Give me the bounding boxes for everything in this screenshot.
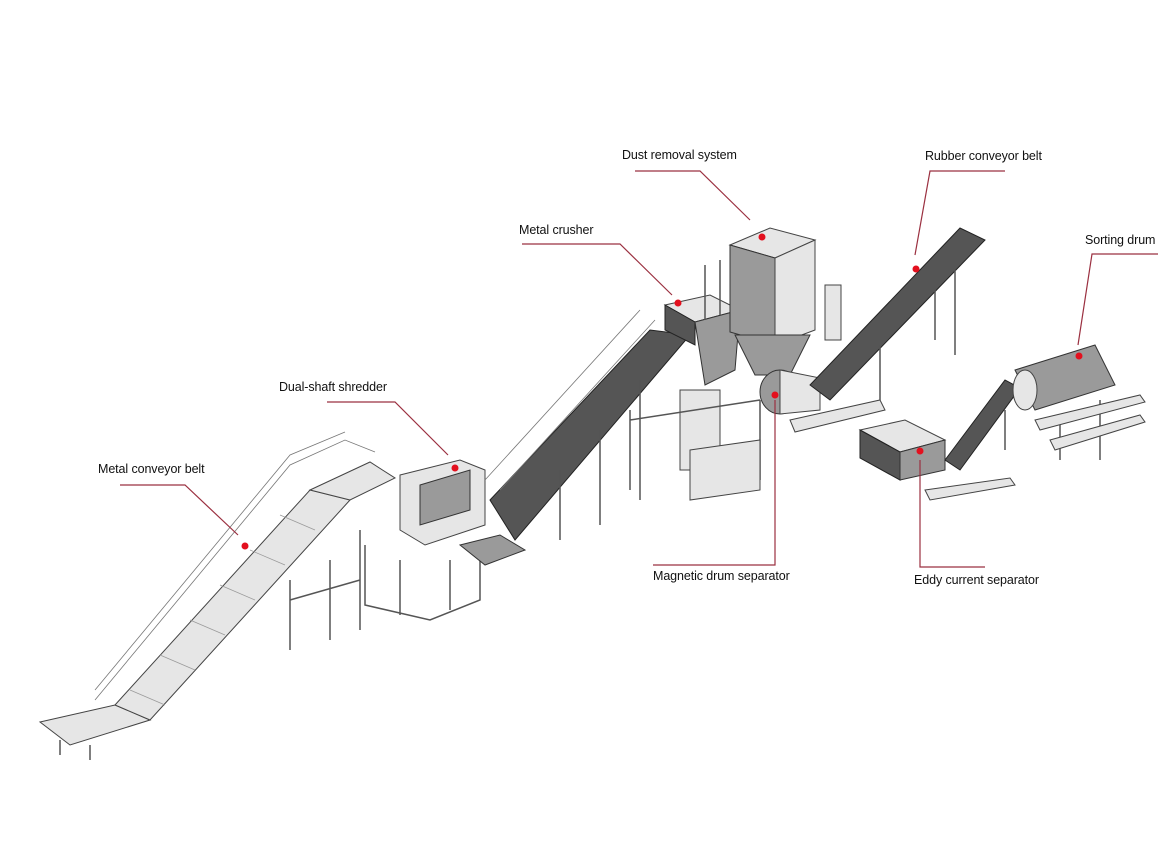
dual-shaft-shredder [364,459,527,621]
marker-dot [771,391,779,399]
leader-rubber-conveyor [914,170,1005,256]
callout-markers [241,233,1083,550]
crusher-feed-conveyor [484,309,691,541]
label-metal-conveyor-belt: Metal conveyor belt [98,462,205,476]
marker-dot [674,299,682,307]
marker-dot [451,464,459,472]
leader-dust-removal [635,170,751,221]
rubber-conveyor-belt [809,227,986,401]
dust-removal-system [704,227,842,376]
callout-leaders [120,170,1158,568]
leader-sorting-drum [1077,253,1158,346]
leader-metal-crusher [522,243,673,296]
marker-dot [758,233,766,241]
leader-magnetic-drum [653,400,776,566]
label-eddy-current-separator: Eddy current separator [914,573,1039,587]
eddy-current-separator [858,379,1021,501]
label-metal-crusher: Metal crusher [519,223,594,237]
magnetic-drum-separator [759,369,886,433]
marker-dot [912,265,920,273]
sorting-drum [1004,344,1146,460]
label-rubber-conveyor-belt: Rubber conveyor belt [925,149,1042,163]
label-dual-shaft-shredder: Dual-shaft shredder [279,380,387,394]
metal-crusher [629,294,761,501]
leader-metal-conveyor [120,484,239,536]
marker-dot [1075,352,1083,360]
leader-shredder [327,401,449,456]
label-dust-removal-system: Dust removal system [622,148,737,162]
marker-dot [241,542,249,550]
label-magnetic-drum-separator: Magnetic drum separator [653,569,790,583]
leader-eddy-current [919,460,985,568]
metal-conveyor-belt [38,431,397,760]
marker-dot [916,447,924,455]
label-sorting-drum: Sorting drum [1085,233,1156,247]
